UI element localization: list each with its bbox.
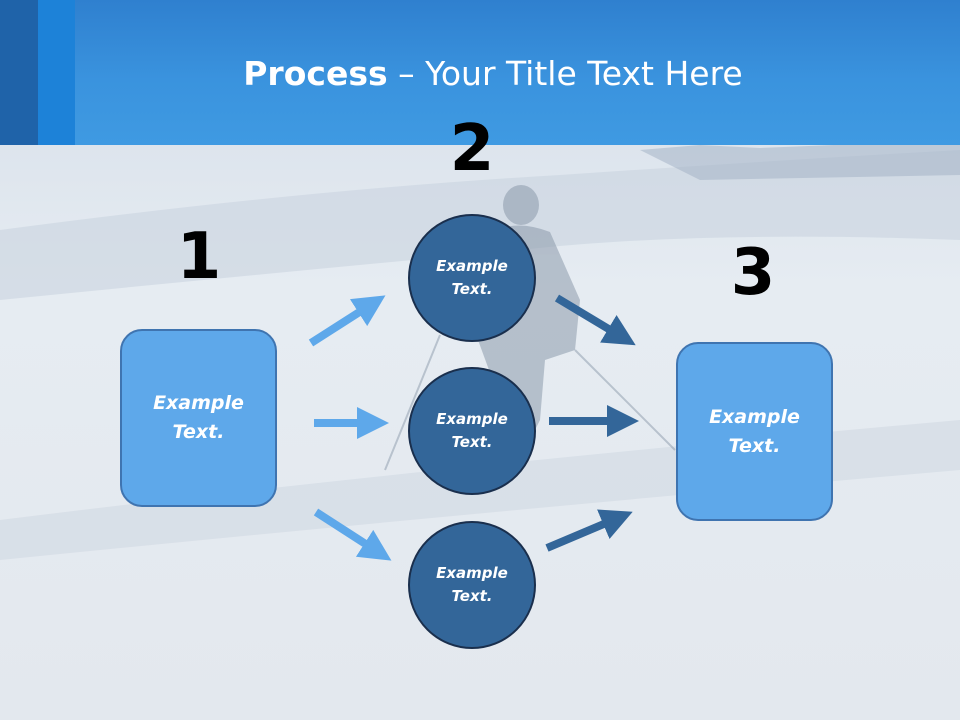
header-accent-stripe: [38, 0, 75, 145]
right-text-box: Example Text.: [676, 342, 833, 521]
circle-middle: Example Text.: [408, 367, 536, 495]
left-text-box: Example Text.: [120, 329, 277, 507]
circle-top: Example Text.: [408, 214, 536, 342]
step-number-3: 3: [730, 236, 776, 310]
title-rest: – Your Title Text Here: [387, 54, 743, 93]
slide-title: Process – Your Title Text Here: [0, 52, 960, 96]
arrow-left-to-bottom: [313, 508, 392, 561]
arrow-bottom-to-right: [545, 509, 633, 552]
step-number-1: 1: [176, 220, 222, 294]
header-bar: Process – Your Title Text Here: [0, 0, 960, 145]
step-number-2: 2: [449, 112, 495, 186]
arrow-top-to-right: [554, 294, 636, 346]
circle-bottom: Example Text.: [408, 521, 536, 649]
header-accent-stripe: [0, 0, 38, 145]
arrow-left-to-top: [308, 295, 386, 347]
title-bold: Process: [243, 54, 388, 93]
